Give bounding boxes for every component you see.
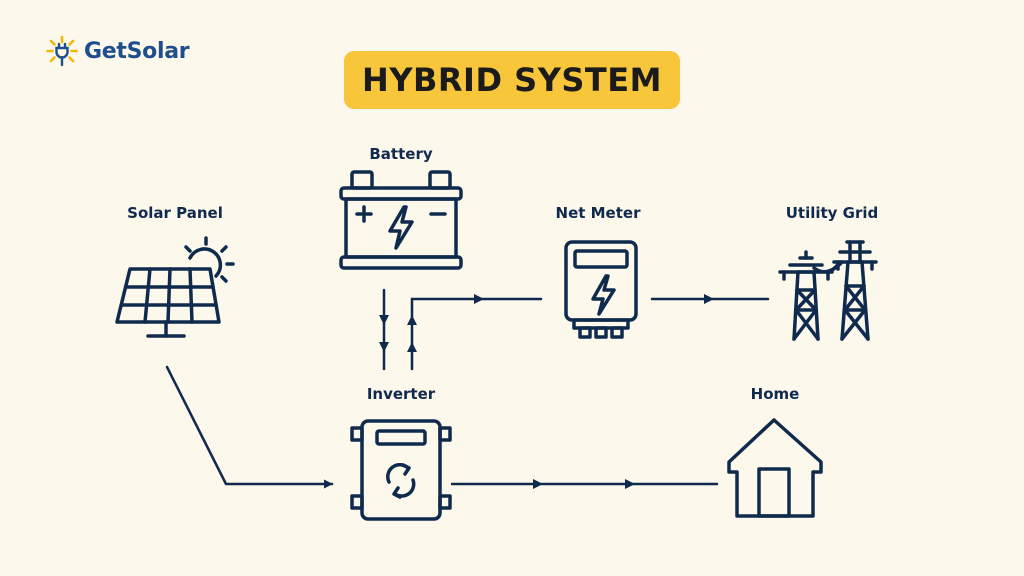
arrowhead-down	[379, 315, 389, 325]
arrowhead-right	[625, 479, 635, 489]
arrowhead-up	[407, 315, 417, 325]
solar-panel-icon	[115, 236, 235, 338]
net-meter-icon	[564, 240, 638, 339]
label-solar-panel: Solar Panel	[127, 204, 223, 222]
brand-name: GetSolar	[84, 38, 190, 64]
page-title-banner: HYBRID SYSTEM	[344, 51, 680, 109]
arrowhead-down	[379, 342, 389, 352]
label-battery: Battery	[369, 145, 433, 163]
battery-icon	[339, 170, 463, 270]
label-home: Home	[750, 385, 800, 403]
page-title: HYBRID SYSTEM	[362, 61, 662, 99]
sun-plug-icon	[46, 35, 78, 67]
arrowhead-right	[704, 294, 714, 304]
arrowhead-up	[407, 342, 417, 352]
flow-arrowheads	[379, 294, 714, 489]
label-inverter: Inverter	[366, 385, 436, 403]
transmission-tower-icon	[778, 240, 878, 341]
label-net-meter: Net Meter	[555, 204, 641, 222]
connector-lines	[165, 288, 770, 489]
label-utility-grid: Utility Grid	[785, 204, 879, 222]
flow-solar-to-inverter	[165, 365, 334, 489]
arrowhead-right	[533, 479, 543, 489]
house-icon	[727, 418, 823, 518]
brand-logo[interactable]: GetSolar	[46, 34, 190, 68]
inverter-icon	[350, 419, 452, 521]
arrowhead-right	[474, 294, 484, 304]
